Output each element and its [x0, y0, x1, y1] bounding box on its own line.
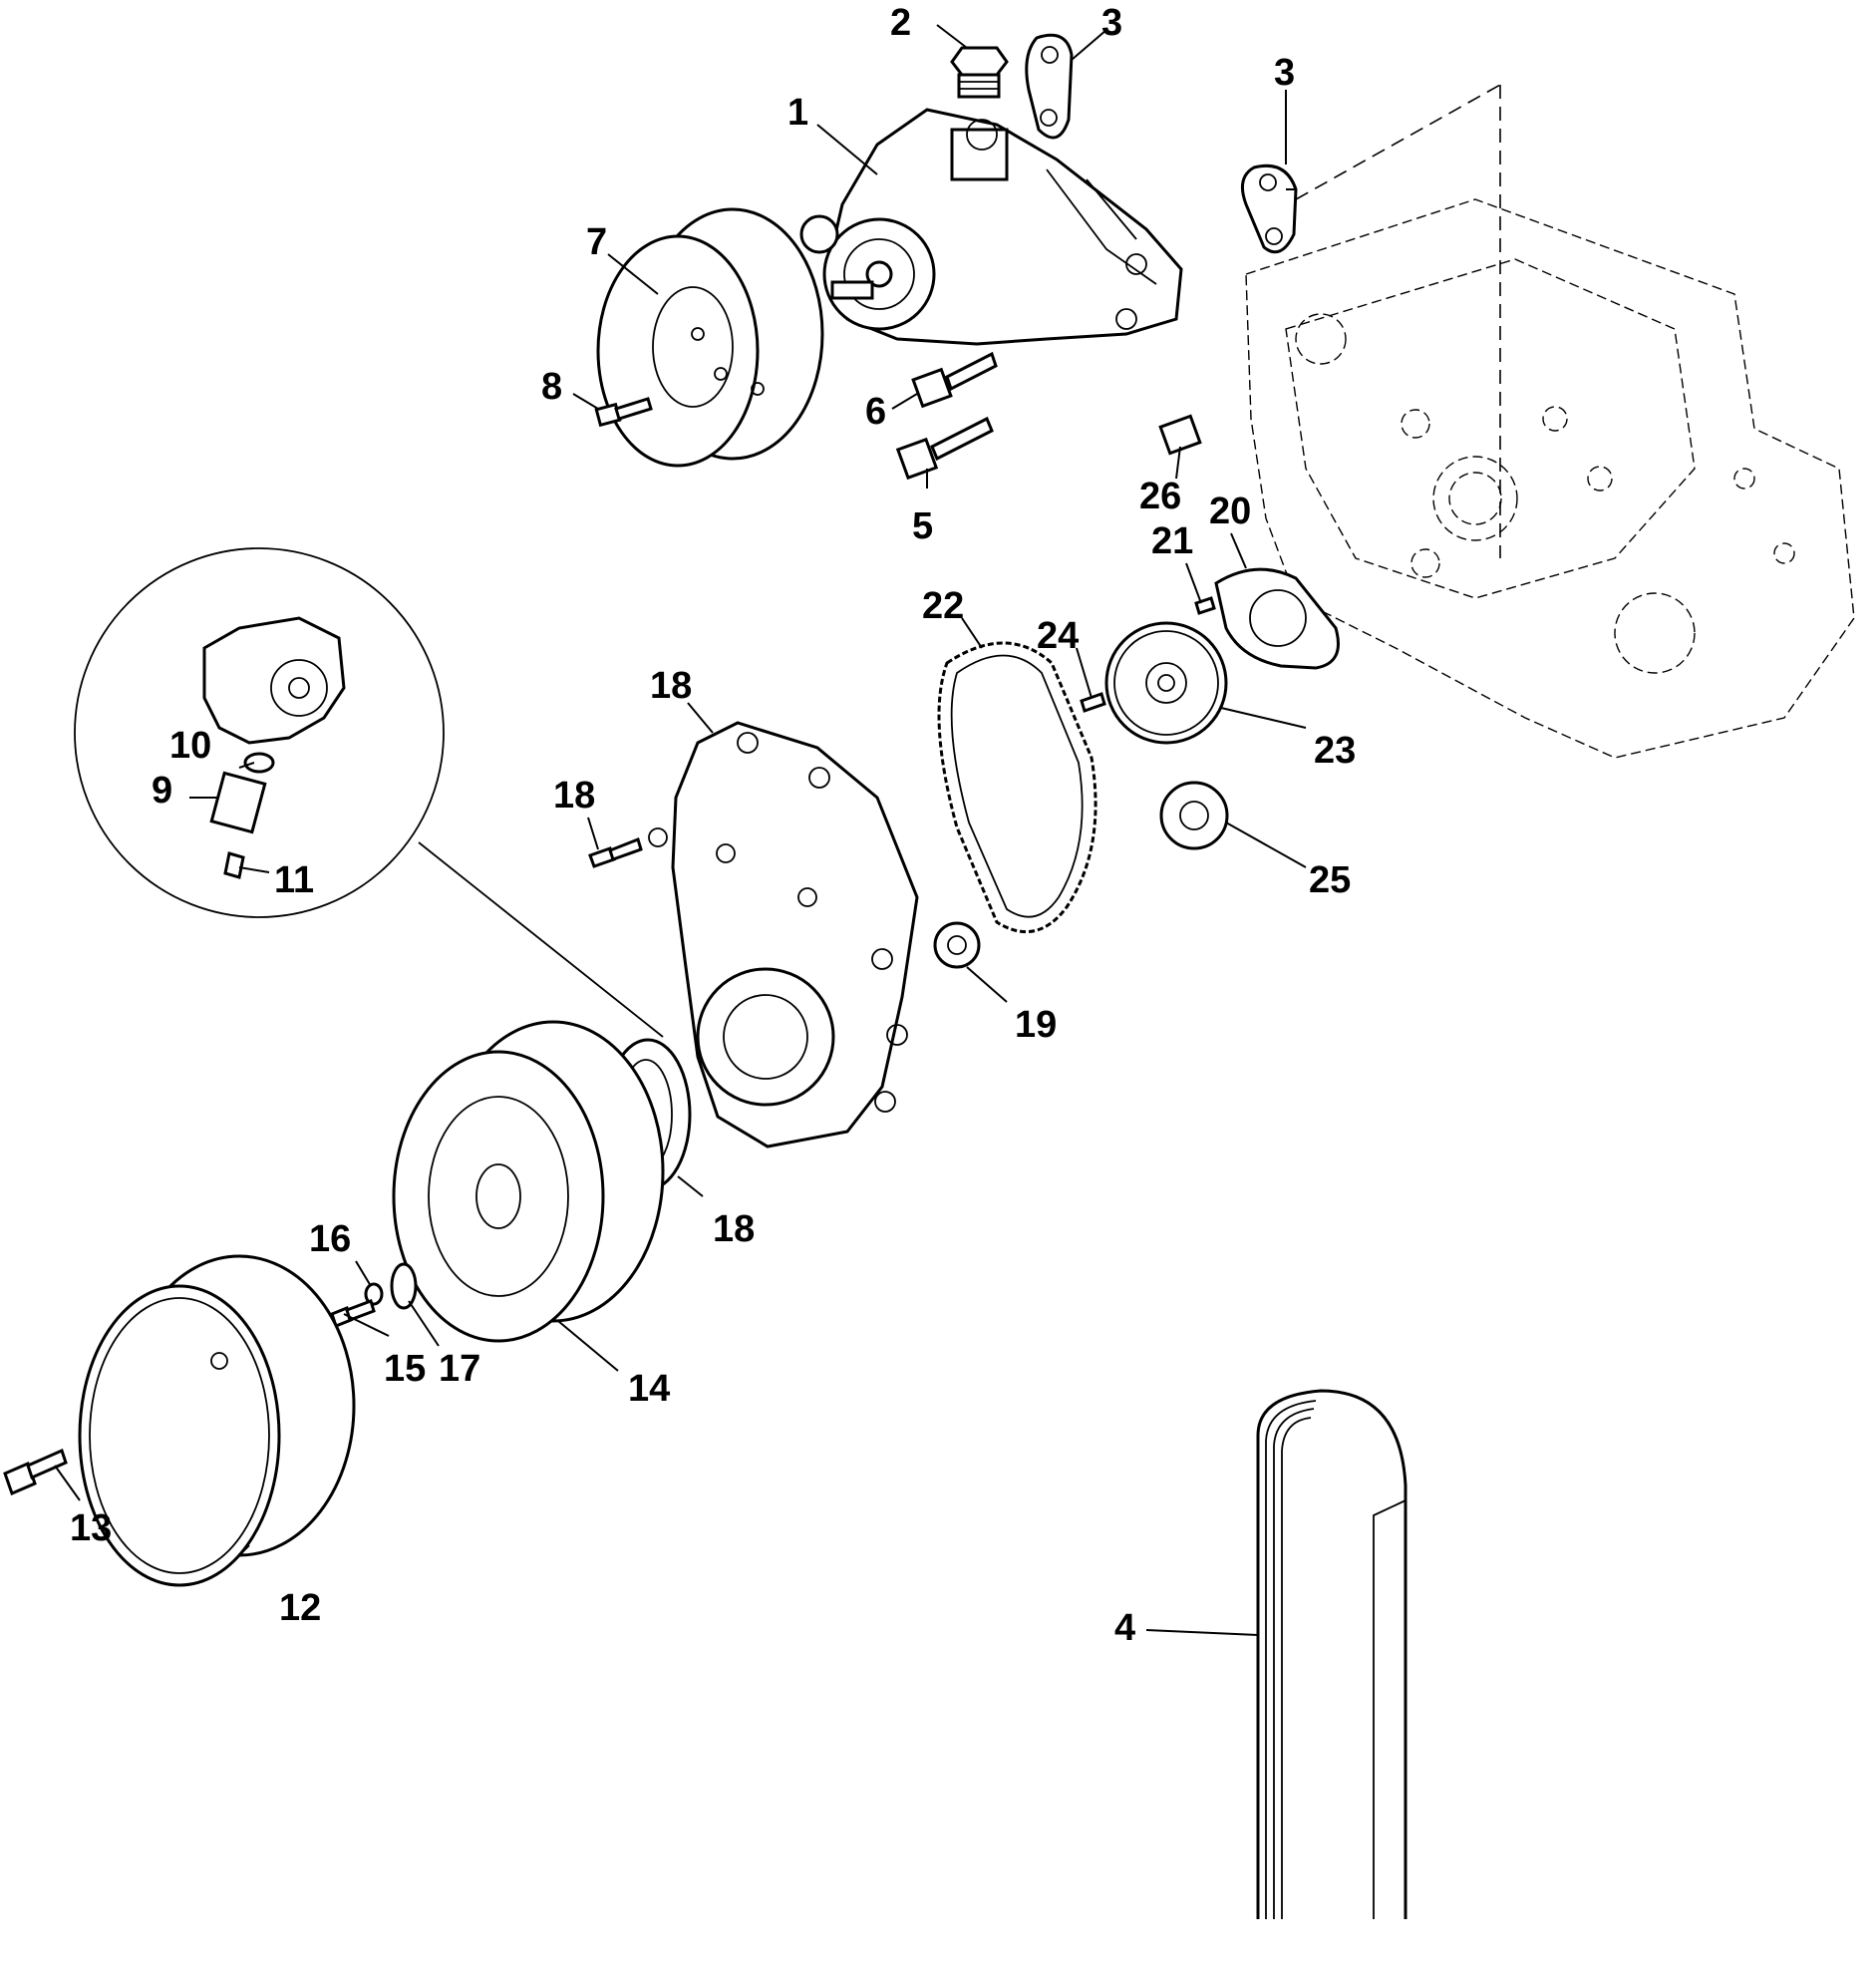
callout-12: 12 [279, 1587, 321, 1629]
timing-chain [937, 641, 1097, 934]
callout-3-upper: 3 [1101, 2, 1122, 44]
callout-26: 26 [1139, 476, 1181, 517]
callout-3-right: 3 [1274, 52, 1295, 94]
callout-16: 16 [309, 1218, 351, 1260]
balancer-14 [392, 1020, 665, 1343]
callout-21: 21 [1151, 520, 1193, 562]
callout-10: 10 [169, 725, 211, 767]
bolt-18 [588, 837, 643, 868]
bolt-21 [1194, 596, 1216, 615]
gasket-20 [1214, 567, 1340, 670]
callout-19: 19 [1015, 1004, 1057, 1046]
callout-20: 20 [1209, 491, 1251, 532]
callout-11: 11 [274, 859, 314, 901]
callout-13: 13 [70, 1507, 112, 1549]
bolt-6 [911, 351, 998, 409]
callout-7: 7 [586, 221, 607, 263]
washer-16 [364, 1282, 384, 1306]
callout-25: 25 [1309, 859, 1351, 901]
bolt-8 [594, 397, 653, 428]
drive-belt [1256, 1389, 1407, 1919]
bolt-13 [3, 1448, 68, 1496]
gasket-right [1240, 164, 1298, 254]
callout-22: 22 [922, 585, 964, 627]
callout-23: 23 [1314, 730, 1356, 772]
pulley-water-pump [596, 207, 824, 468]
callout-1: 1 [787, 92, 808, 134]
callout-9: 9 [152, 770, 172, 812]
crank-pulley-12 [78, 1254, 356, 1587]
bolt-24 [1080, 692, 1106, 713]
callout-18-cover: 18 [650, 665, 692, 707]
oil-slinger-19 [933, 921, 981, 969]
callout-18-bolt: 18 [553, 775, 595, 817]
stud-5 [895, 416, 994, 481]
callout-4: 4 [1114, 1607, 1135, 1649]
callout-6: 6 [865, 391, 886, 433]
crank-sprocket [1159, 781, 1229, 850]
callout-14: 14 [628, 1368, 670, 1410]
callout-15: 15 [384, 1348, 426, 1390]
callout-8: 8 [541, 366, 562, 408]
callout-labels: 1 2 3 3 4 5 6 7 8 9 10 11 12 13 14 15 16… [70, 2, 1356, 1649]
bolt-15 [330, 1299, 376, 1328]
gasket-upper [1025, 33, 1074, 140]
engine-block [1245, 84, 1855, 759]
callout-17: 17 [439, 1348, 480, 1390]
plug-26 [1158, 414, 1202, 456]
cam-sprocket [1104, 621, 1228, 745]
callout-24: 24 [1037, 615, 1079, 657]
plug [950, 46, 1009, 99]
front-cover [648, 721, 919, 1149]
callout-5: 5 [912, 505, 933, 547]
washer-17 [390, 1262, 418, 1310]
callout-2: 2 [890, 2, 911, 44]
callout-18-seal: 18 [713, 1208, 755, 1250]
leader-lines [54, 24, 1307, 1636]
water-pump [799, 108, 1183, 346]
